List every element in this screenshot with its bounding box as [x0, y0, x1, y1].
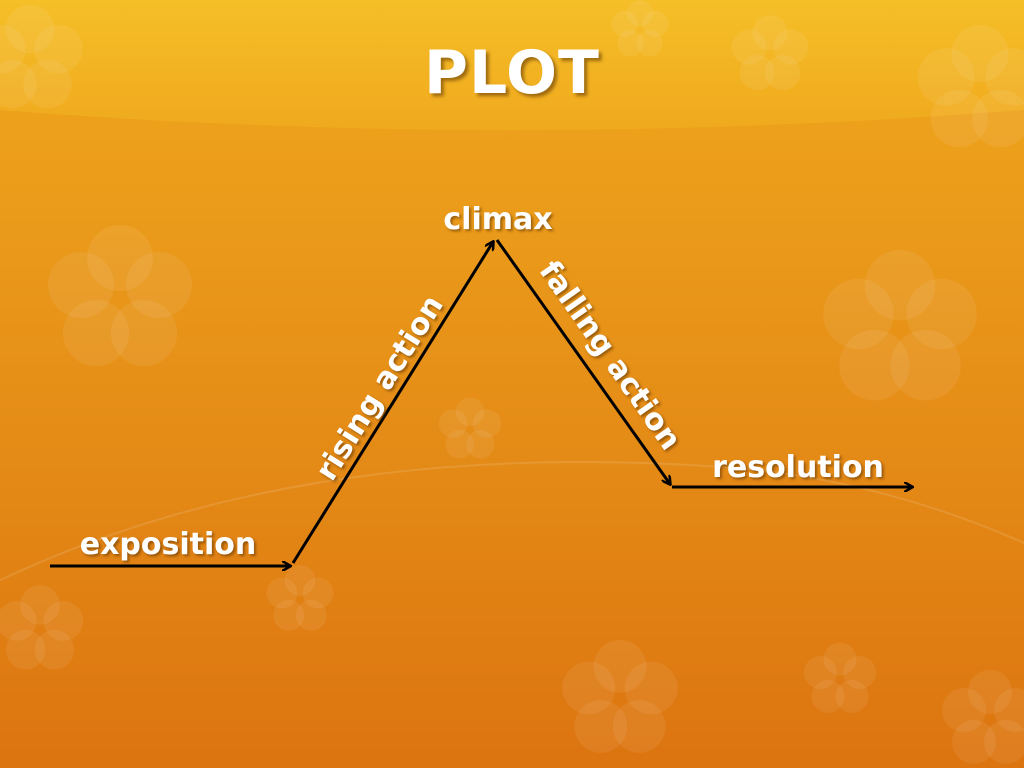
falling-action-arrow: [495, 239, 670, 484]
page-title: PLOT: [423, 38, 600, 108]
resolution-label: resolution: [712, 450, 884, 485]
rising-action-label: rising action: [309, 289, 451, 487]
decorative-curve: [0, 461, 1024, 582]
falling-action-label: falling action: [532, 255, 688, 457]
exposition-label: exposition: [80, 527, 257, 562]
climax-label: climax: [443, 202, 552, 237]
rising-action-arrow: [291, 242, 493, 564]
